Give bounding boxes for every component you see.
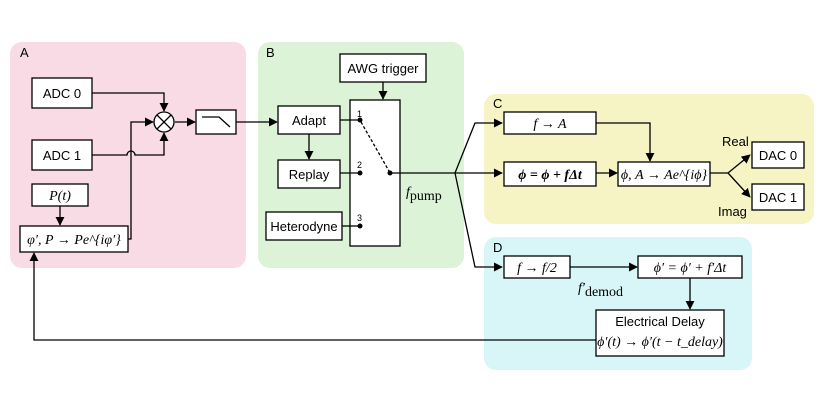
dac0-block xyxy=(751,141,805,169)
phi-update-block xyxy=(503,161,597,187)
heterodyne-block xyxy=(265,211,343,241)
switch-port-3: 3 xyxy=(357,213,362,223)
replay-label: Replay xyxy=(289,167,330,182)
phi-a-to-ae-label: ϕ, A → Ae^{iϕ} xyxy=(621,168,708,183)
electrical-delay-block xyxy=(595,309,725,357)
f-demod-label: f′demod xyxy=(578,281,623,300)
electrical-delay-equation: ϕ′(t) → ϕ′(t − t_delay) xyxy=(597,335,723,350)
switch-port-2: 2 xyxy=(357,160,362,170)
phi-a-to-ae-block xyxy=(617,161,711,187)
f-to-f-half-label: f → f/2 xyxy=(517,261,557,276)
p-t-label: P(t) xyxy=(48,189,71,204)
adc0-label: ADC 0 xyxy=(43,86,81,101)
lowpass-filter-icon xyxy=(195,109,237,135)
dac0-label: DAC 0 xyxy=(759,148,797,163)
f-a-to-ae-wire xyxy=(596,122,655,162)
replay-block xyxy=(277,159,341,189)
panel-d-label: D xyxy=(493,240,502,255)
phi-update-label: ϕ = ϕ + fΔt xyxy=(518,168,583,183)
phi-prime-update-label: ϕ′ = ϕ′ + f′Δt xyxy=(654,261,728,276)
imag-label: Imag xyxy=(718,204,747,219)
delay-feedback-wire xyxy=(29,252,596,341)
real-label: Real xyxy=(722,134,749,149)
panel-c-label: C xyxy=(493,96,502,111)
phase-to-pe-label: φ′, P → Pe^{iφ′} xyxy=(27,233,121,248)
panel-a-label: A xyxy=(20,45,29,60)
mixer-icon xyxy=(153,111,175,133)
dac1-label: DAC 1 xyxy=(759,190,797,205)
adc0-to-mixer-wire xyxy=(92,92,169,112)
awg-trigger-label: AWG trigger xyxy=(347,61,419,76)
adc1-block xyxy=(31,139,93,171)
electrical-delay-title: Electrical Delay xyxy=(615,314,705,329)
f-pump-label: fpump xyxy=(406,185,442,204)
adapt-block xyxy=(277,105,341,135)
switch-port-1: 1 xyxy=(357,109,362,119)
awg-trigger-block xyxy=(339,53,427,83)
adc1-label: ADC 1 xyxy=(43,148,81,163)
fpump-to-f-half-wire xyxy=(454,172,503,272)
dac1-block xyxy=(751,183,805,211)
switch-icon xyxy=(349,99,401,247)
adc1-to-mixer-wire xyxy=(92,132,169,156)
f-to-a-label: f → A xyxy=(533,117,567,132)
panel-b-label: B xyxy=(266,45,275,60)
lo-to-mixer-wire xyxy=(128,117,154,240)
phase-to-pe-block xyxy=(19,225,129,253)
fpump-to-f-a-wire xyxy=(454,118,503,174)
heterodyne-label: Heterodyne xyxy=(270,219,337,234)
imag-to-dac1-wire xyxy=(727,172,751,198)
adapt-label: Adapt xyxy=(292,113,326,128)
